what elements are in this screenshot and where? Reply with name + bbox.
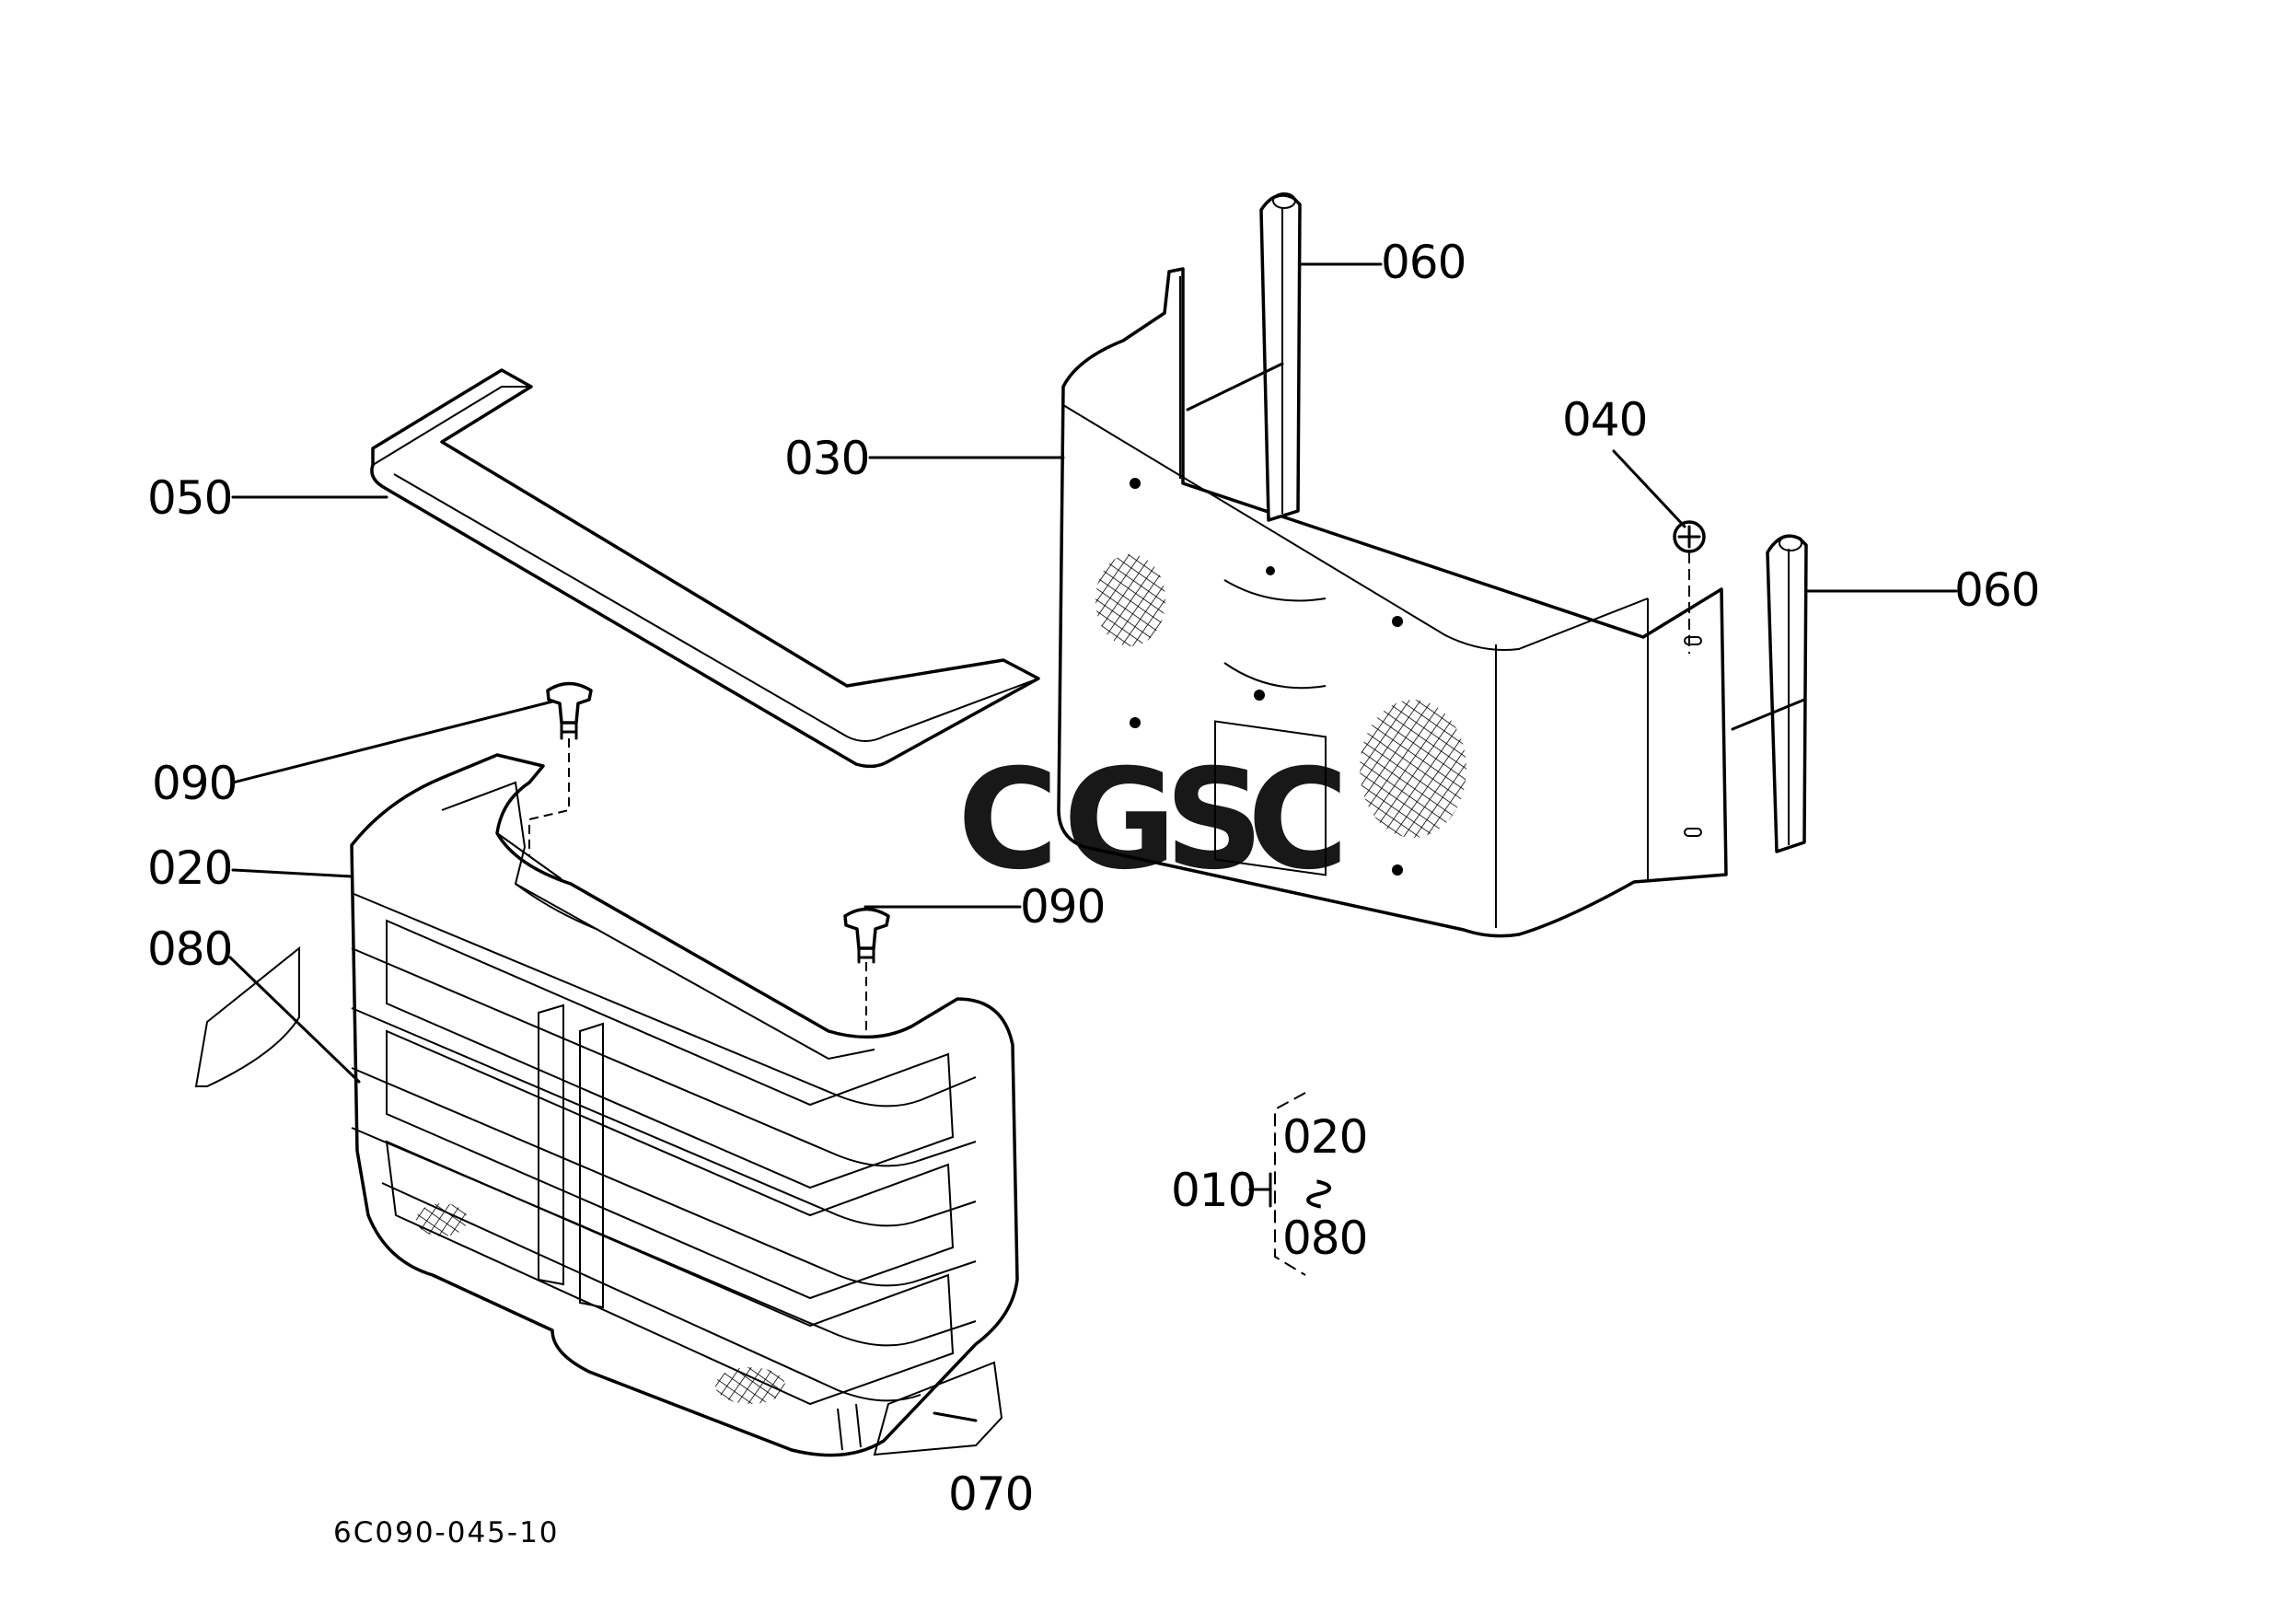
label-060-right: 060: [1954, 563, 2039, 617]
label-050: 050: [147, 471, 232, 525]
label-assembly-from: 020: [1282, 1110, 1367, 1164]
edge-trim-part-060-top: [1259, 192, 1302, 522]
lower-emblem-part-070: [873, 1361, 1003, 1456]
label-010: 010: [1171, 1164, 1256, 1217]
label-040: 040: [1562, 393, 1647, 447]
knob-part-090-left: [528, 681, 593, 856]
figure-code: 6C090-045-10: [333, 1516, 560, 1549]
label-090-left: 090: [152, 757, 237, 810]
knob-part-090-right: [843, 907, 890, 1031]
top-strip-part-050: [370, 368, 1040, 769]
side-emblem-part-080: [194, 945, 300, 1087]
label-assembly-to: 080: [1282, 1212, 1367, 1265]
front-grille-part-020: [350, 753, 1019, 1457]
watermark-logo: C G S C: [957, 740, 1349, 900]
rear-shroud-part-030: [1057, 267, 1728, 938]
label-070: 070: [948, 1467, 1033, 1521]
watermark-letter-3: S: [1165, 740, 1264, 900]
label-080: 080: [147, 922, 232, 976]
label-020: 020: [147, 841, 232, 895]
screw-part-040: [1673, 520, 1706, 654]
watermark-letter-1: C: [957, 740, 1059, 900]
label-060-top: 060: [1381, 236, 1466, 289]
assembly-bracket-010: 010 020 ∿ 080: [1171, 1092, 1368, 1276]
edge-trim-part-060-right: [1766, 534, 1808, 853]
watermark-letter-4: C: [1247, 740, 1349, 900]
label-030: 030: [784, 432, 869, 485]
label-090-right: 090: [1020, 880, 1105, 934]
watermark-letter-2: G: [1063, 740, 1176, 900]
assembly-range-sign: ∿: [1293, 1175, 1347, 1212]
leader-lines: [228, 262, 1958, 1422]
